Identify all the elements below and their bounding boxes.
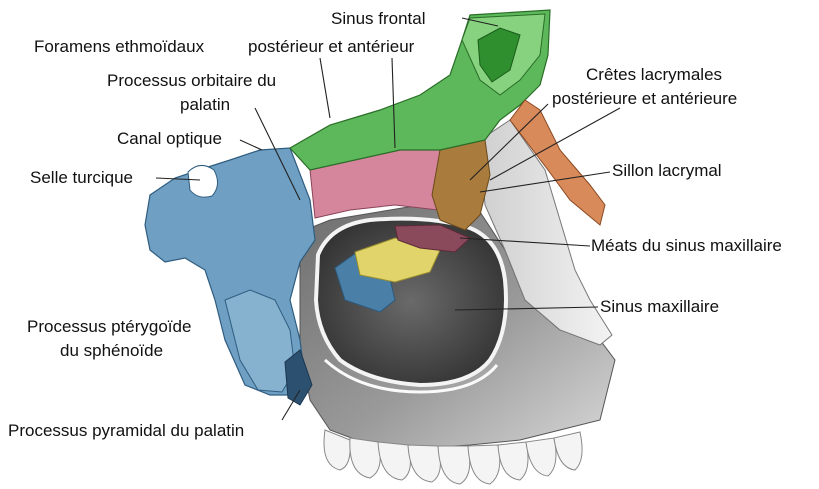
label-posterieur-anterieur: postérieur et antérieur — [248, 36, 414, 57]
sella-turcica-notch — [188, 165, 218, 197]
label-selle-turcique: Selle turcique — [30, 167, 133, 188]
label-processus-pyramidal: Processus pyramidal du palatin — [8, 420, 244, 441]
label-sillon-lacrymal: Sillon lacrymal — [612, 160, 722, 181]
label-foramens-ethmoidaux: Foramens ethmoïdaux — [34, 36, 204, 57]
label-cretes-lacrymales-2: postérieure et antérieure — [552, 88, 737, 109]
label-processus-orbitaire-1: Processus orbitaire du — [107, 70, 276, 91]
label-canal-optique: Canal optique — [117, 128, 222, 149]
label-sinus-frontal: Sinus frontal — [331, 8, 426, 29]
label-processus-orbitaire-2: palatin — [180, 94, 230, 115]
leader-canal-optique — [240, 140, 262, 150]
label-processus-pterygoide-2: du sphénoïde — [60, 340, 163, 361]
leader-posterieur — [320, 58, 330, 118]
label-meats-sinus: Méats du sinus maxillaire — [591, 235, 782, 256]
label-sinus-maxillaire: Sinus maxillaire — [600, 296, 719, 317]
label-cretes-lacrymales-1: Crêtes lacrymales — [586, 64, 722, 85]
label-processus-pterygoide-1: Processus ptérygoïde — [27, 316, 191, 337]
